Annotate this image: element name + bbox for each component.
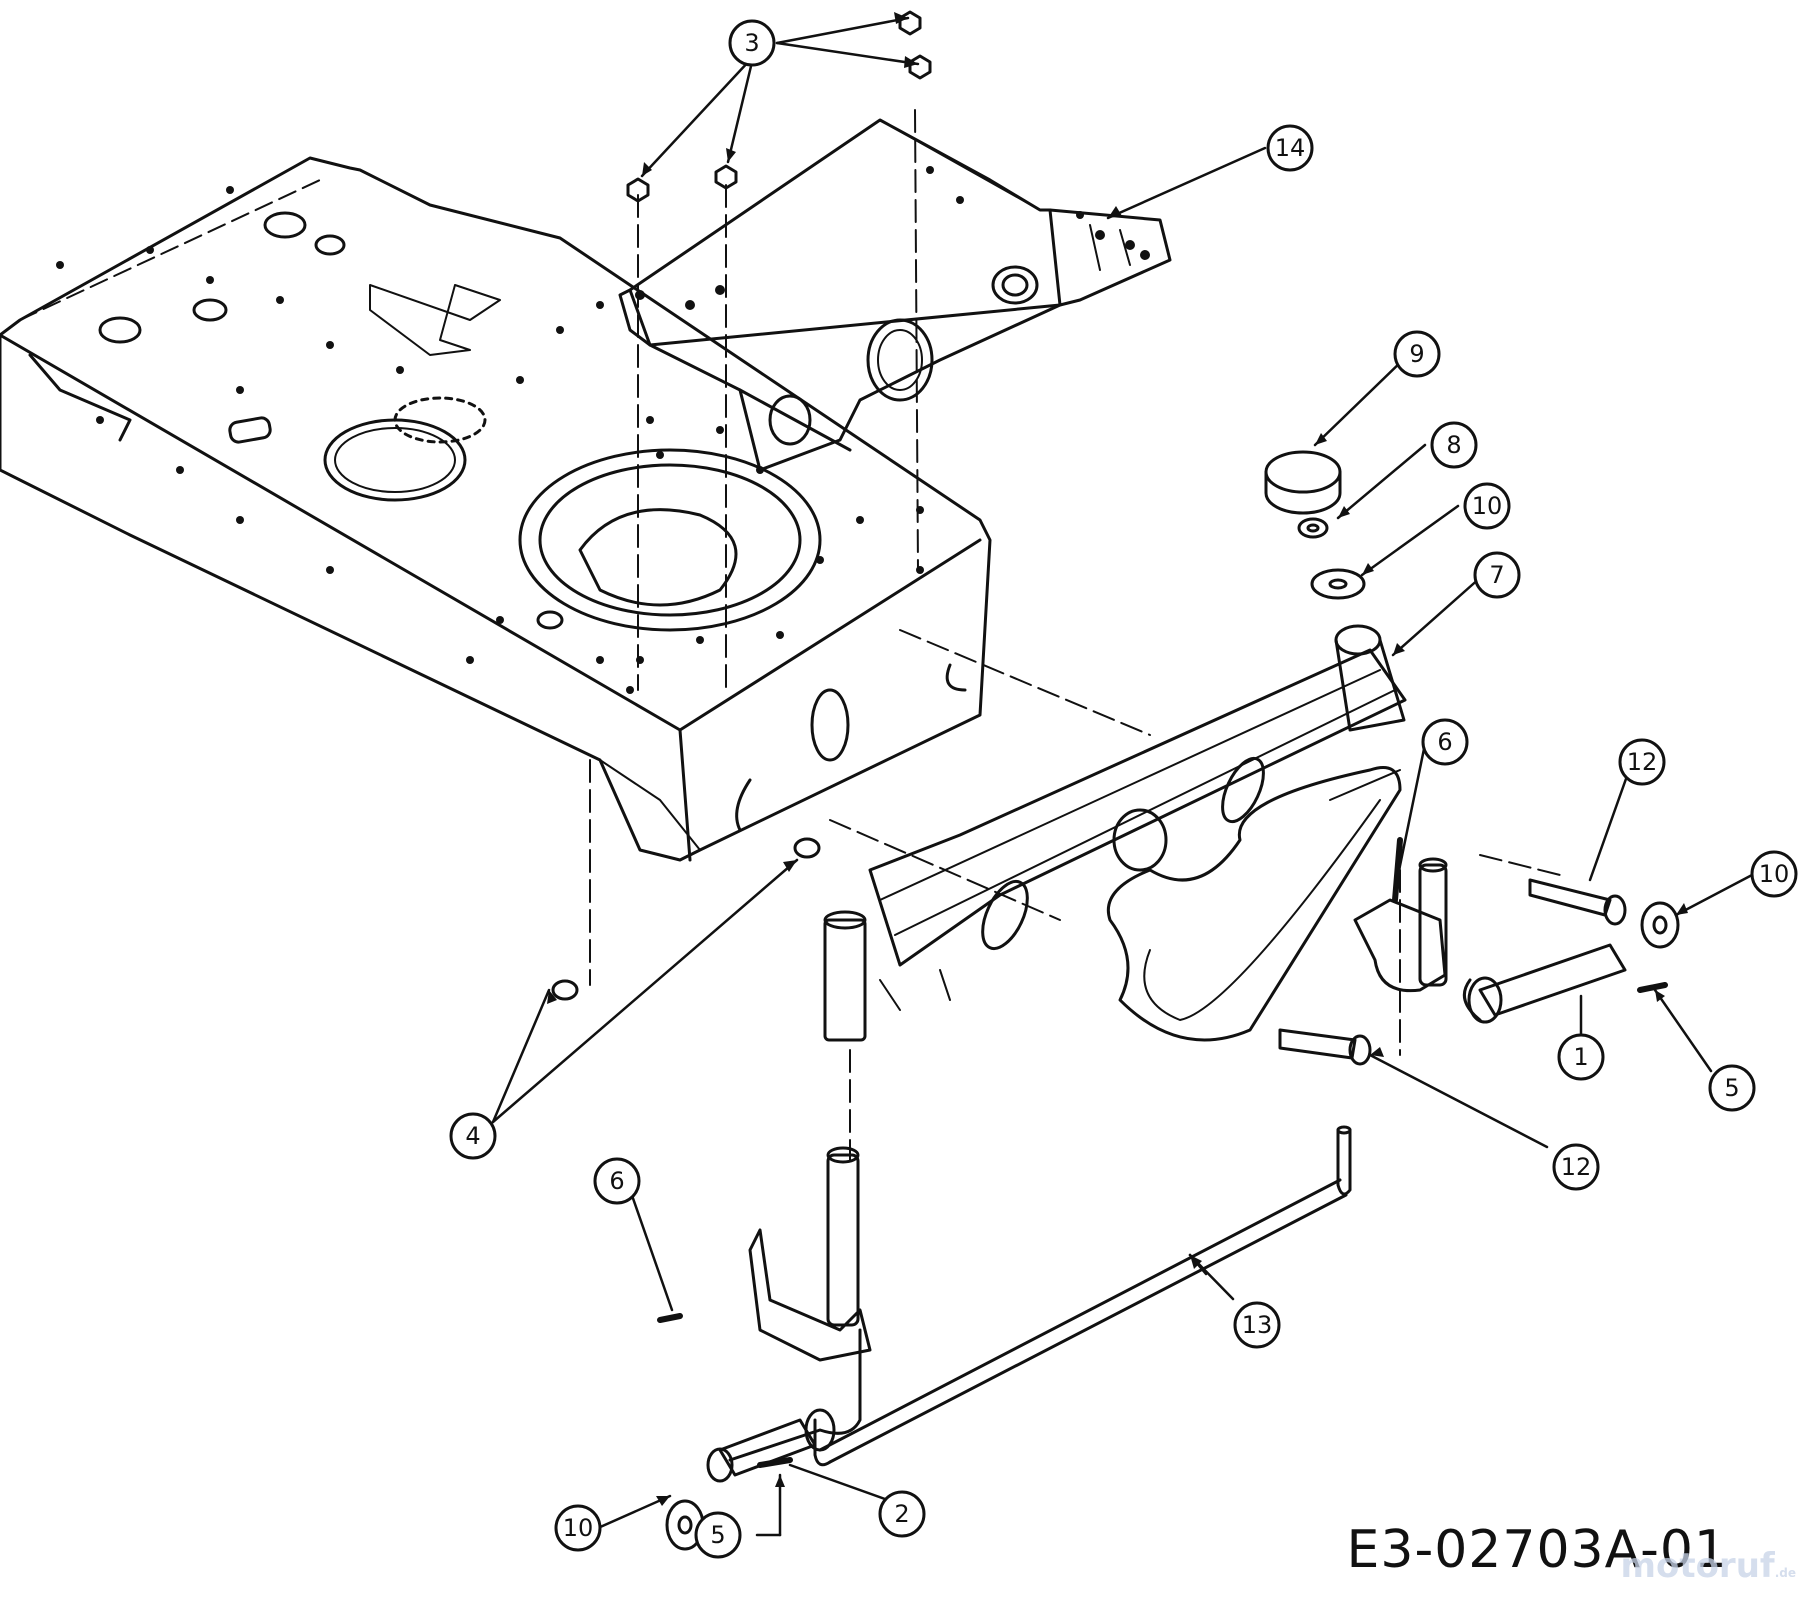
callout-circle	[449, 1112, 497, 1160]
washers	[551, 450, 1680, 1551]
callout-7: 7	[1473, 551, 1521, 599]
callout-number: 10	[1759, 860, 1790, 888]
callout-circle	[694, 1511, 742, 1559]
tie-rod	[813, 1125, 1352, 1467]
callout-circle	[878, 1490, 926, 1538]
callout-circle	[1393, 330, 1441, 378]
callout-4: 4	[449, 1112, 497, 1160]
callout-10-top: 10	[1463, 482, 1511, 530]
pins	[657, 837, 1668, 1468]
callout-6-left: 6	[593, 1157, 641, 1205]
callout-14: 14	[1266, 124, 1314, 172]
callout-6-right: 6	[1421, 718, 1469, 766]
callout-number: 9	[1409, 340, 1424, 368]
callout-circle	[1708, 1064, 1756, 1112]
drawing-id: E3-02703A-01	[1346, 1520, 1728, 1580]
callout-number: 1	[1573, 1043, 1588, 1071]
callout-circle	[1463, 482, 1511, 530]
callout-circle	[728, 19, 776, 67]
callout-10-right: 10	[1750, 850, 1798, 898]
callout-circle	[1233, 1301, 1281, 1349]
callout-number: 8	[1446, 431, 1461, 459]
callout-8: 8	[1430, 421, 1478, 469]
left-spindle	[706, 1146, 872, 1483]
frame-plate	[0, 156, 992, 862]
callout-number: 4	[465, 1122, 480, 1150]
sector-plate	[1107, 766, 1402, 1042]
callout-number: 10	[563, 1514, 594, 1542]
front-axle	[823, 624, 1407, 1042]
callout-10-bottom: 10	[554, 1504, 602, 1552]
callout-number: 7	[1489, 561, 1504, 589]
frame-holes	[56, 186, 924, 694]
callout-circle	[554, 1504, 602, 1552]
callout-number: 2	[894, 1500, 909, 1528]
callout-13: 13	[1233, 1301, 1281, 1349]
callout-number: 12	[1627, 748, 1658, 776]
callout-9: 9	[1393, 330, 1441, 378]
callout-circle	[1618, 738, 1666, 786]
leader-lines	[491, 16, 1754, 1537]
callout-circle	[1750, 850, 1798, 898]
right-spindle	[1353, 857, 1627, 1024]
callout-circle	[1552, 1143, 1600, 1191]
callout-circle	[1473, 551, 1521, 599]
callout-circle	[593, 1157, 641, 1205]
callout-3: 3	[728, 19, 776, 67]
callout-12-lower: 12	[1552, 1143, 1600, 1191]
callout-number: 10	[1472, 492, 1503, 520]
callout-number: 3	[744, 29, 759, 57]
bolts	[626, 10, 932, 203]
callout-labels: 3 14 9 8 10 7 6 12 10 1 5 12 4 6 13 2 10 5	[449, 19, 1798, 1559]
callout-number: 5	[1724, 1074, 1739, 1102]
callout-5-right: 5	[1708, 1064, 1756, 1112]
callout-circle	[1430, 421, 1478, 469]
callout-number: 6	[1437, 728, 1452, 756]
callout-number: 6	[609, 1167, 624, 1195]
callout-number: 13	[1242, 1311, 1273, 1339]
callout-number: 12	[1561, 1153, 1592, 1181]
callout-number: 5	[710, 1521, 725, 1549]
watermark-suffix: .de	[1774, 1566, 1796, 1580]
watermark-text: motoruf	[1620, 1546, 1775, 1586]
front-bracket	[618, 118, 1172, 472]
callout-number: 14	[1275, 134, 1306, 162]
callout-circle	[1557, 1033, 1605, 1081]
bracket-holes	[635, 166, 1150, 310]
callout-circle	[1266, 124, 1314, 172]
leader-arrowheads	[547, 12, 1688, 1506]
callout-circle	[1421, 718, 1469, 766]
watermark-logo: motoruf.de	[1621, 1546, 1796, 1586]
callout-5-bottom: 5	[694, 1511, 742, 1559]
callout-2: 2	[878, 1490, 926, 1538]
callout-12-upper: 12	[1618, 738, 1666, 786]
callout-1: 1	[1557, 1033, 1605, 1081]
